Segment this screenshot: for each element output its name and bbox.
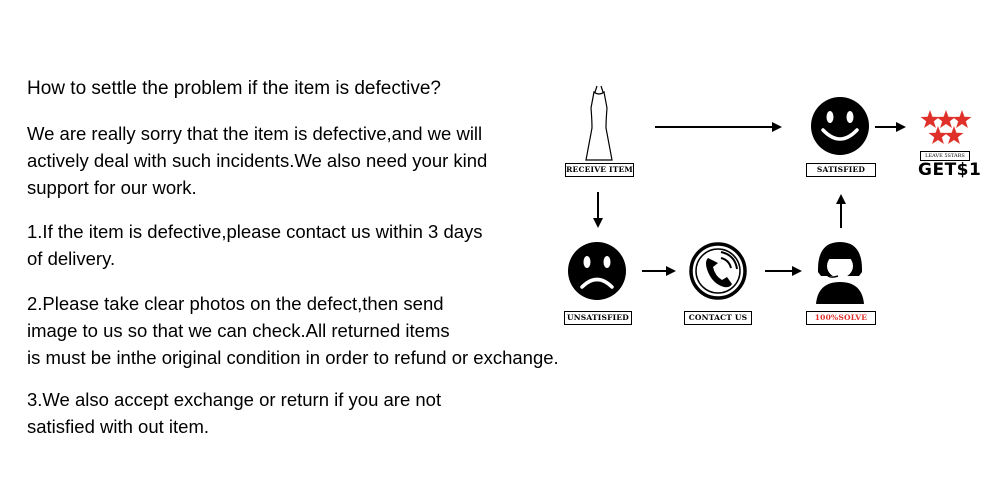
- contact-us-label: CONTACT US: [684, 311, 752, 325]
- step-line: is must be inthe original condition in o…: [27, 347, 559, 368]
- step-line: 2.Please take clear photos on the defect…: [27, 293, 444, 314]
- intro-paragraph: We are really sorry that the item is def…: [27, 120, 487, 201]
- step-line: 1.If the item is defective,please contac…: [27, 221, 483, 242]
- receive-item-label: RECEIVE ITEM: [565, 163, 634, 177]
- support-agent-icon: [816, 242, 864, 304]
- solve-label: 100%SOLVE: [806, 311, 876, 325]
- sad-face-icon: [568, 242, 626, 300]
- intro-line: We are really sorry that the item is def…: [27, 123, 483, 144]
- intro-line: actively deal with such incidents.We als…: [27, 150, 488, 171]
- happy-face-icon: [811, 97, 869, 155]
- unsatisfied-label: UNSATISFIED: [564, 311, 632, 325]
- step-line: image to us so that we can check.All ret…: [27, 320, 450, 341]
- five-stars-icon: [920, 110, 972, 144]
- satisfied-label: SATISFIED: [806, 163, 876, 177]
- leave-stars-label: LEAVE 5STARS: [920, 151, 970, 161]
- step-1-paragraph: 1.If the item is defective,please contac…: [27, 218, 483, 272]
- step-line: satisfied with out item.: [27, 416, 209, 437]
- step-line: 3.We also accept exchange or return if y…: [27, 389, 442, 410]
- flow-arrows: [593, 122, 906, 276]
- reward-label: GET$1: [918, 160, 982, 180]
- step-2-paragraph: 2.Please take clear photos on the defect…: [27, 290, 559, 371]
- phone-icon: [689, 242, 747, 300]
- page-title: How to settle the problem if the item is…: [27, 78, 441, 99]
- step-line: of delivery.: [27, 248, 116, 269]
- dress-icon: [585, 85, 613, 161]
- intro-line: support for our work.: [27, 177, 197, 198]
- step-3-paragraph: 3.We also accept exchange or return if y…: [27, 386, 441, 440]
